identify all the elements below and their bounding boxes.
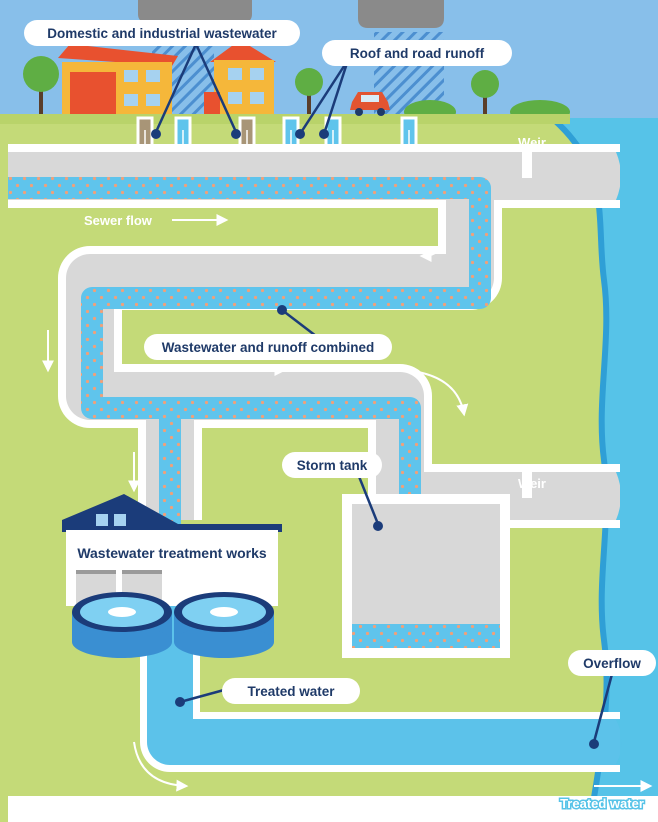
sewer-flow-label: Sewer flow: [84, 213, 153, 228]
flow-arrow-icon: [42, 214, 653, 792]
house-icon: [204, 40, 276, 118]
treated-water-out-label: Treated water: [560, 796, 644, 811]
weir-wall-top: [522, 152, 532, 178]
tree-icon: [471, 70, 499, 118]
storm-tank-label: Storm tank: [297, 458, 368, 473]
bottom-strip: [8, 796, 658, 822]
label-pill: [568, 650, 656, 676]
car-icon: [350, 92, 390, 116]
treatment-tank-icon: [174, 592, 274, 658]
overflow-label: Overflow: [583, 656, 641, 671]
rain-cloud-icon: [358, 0, 444, 28]
house-icon: [58, 44, 178, 118]
combined-label: Wastewater and runoff combined: [162, 340, 375, 355]
rain-cloud-icon: [138, 0, 252, 22]
label-pill: [282, 452, 382, 478]
runoff-label: Roof and road runoff: [350, 46, 485, 61]
tree-icon: [295, 68, 323, 118]
weir-label-top: Weir: [518, 135, 546, 150]
treatment-tank-icon: [72, 592, 172, 658]
outfall-bottom: [616, 472, 630, 520]
sea: [552, 118, 658, 822]
weir-label-bottom: Weir: [518, 476, 546, 491]
weir-wall-bottom: [522, 472, 532, 498]
outfall-top: [616, 152, 630, 200]
storm-tank: [342, 494, 510, 658]
leader-dots: [151, 129, 599, 749]
label-pill: [144, 334, 392, 360]
label-pill: [222, 678, 360, 704]
label-pill: [24, 20, 300, 46]
leader-lines: [154, 43, 614, 743]
treatment-works-label: Wastewater treatment works: [77, 545, 267, 561]
label-pill: [322, 40, 512, 66]
tree-icon: [23, 56, 59, 118]
treated-water-label: Treated water: [247, 684, 335, 699]
domestic-wastewater-label: Domestic and industrial wastewater: [47, 26, 277, 41]
